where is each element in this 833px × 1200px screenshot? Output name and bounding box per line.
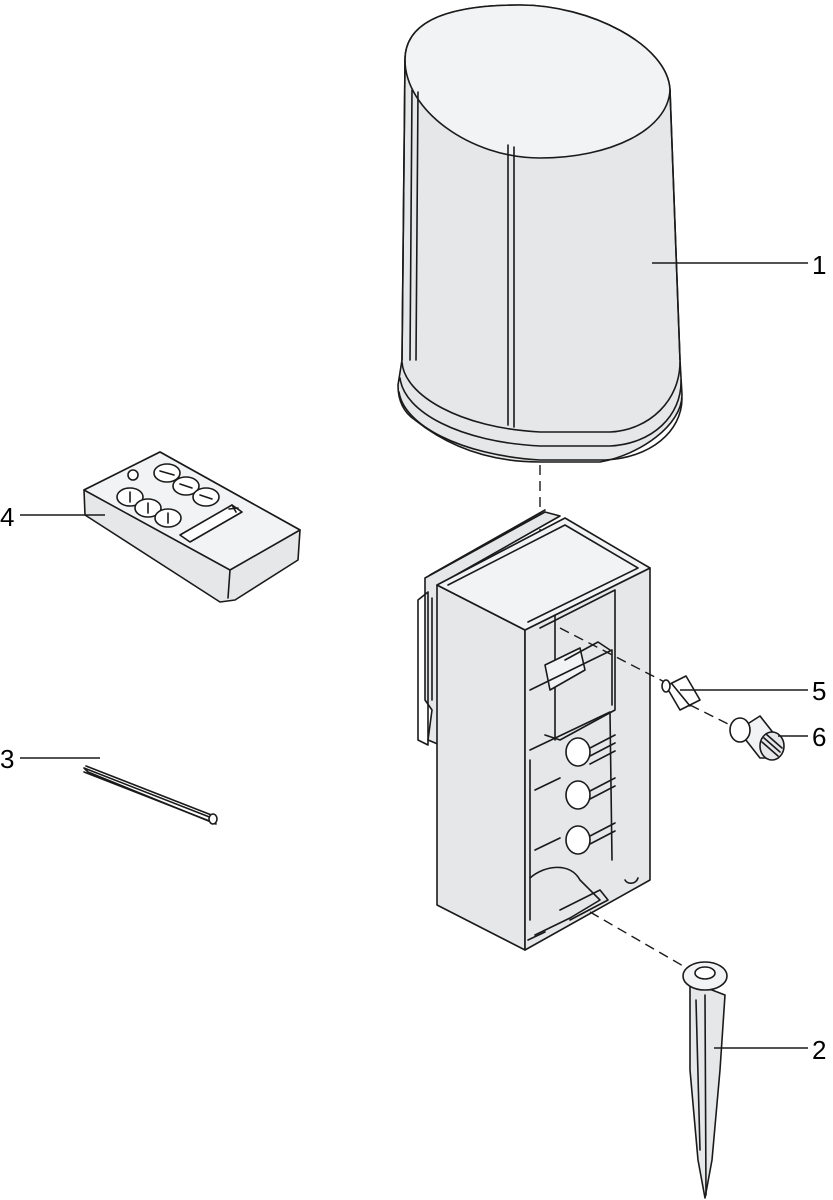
callout-2: 2: [812, 1035, 826, 1065]
assembly-axis-3: [559, 627, 681, 691]
main-housing: [417, 509, 651, 951]
assembly-axis-4: [689, 704, 741, 731]
callout-4: 4: [0, 502, 14, 532]
callout-5: 5: [812, 676, 826, 706]
callout-1: 1: [812, 250, 826, 280]
part-6-fuse-cap: [729, 715, 785, 761]
assembly-axis-2: [589, 911, 691, 971]
part-1-cover: [397, 4, 683, 463]
part-2-ground-stake: [682, 961, 728, 1199]
part-3-rod: [83, 765, 218, 825]
callout-6: 6: [812, 722, 826, 752]
callout-3: 3: [0, 744, 14, 774]
part-4-remote-control: [83, 451, 301, 603]
part-5-fuse: [661, 675, 701, 711]
